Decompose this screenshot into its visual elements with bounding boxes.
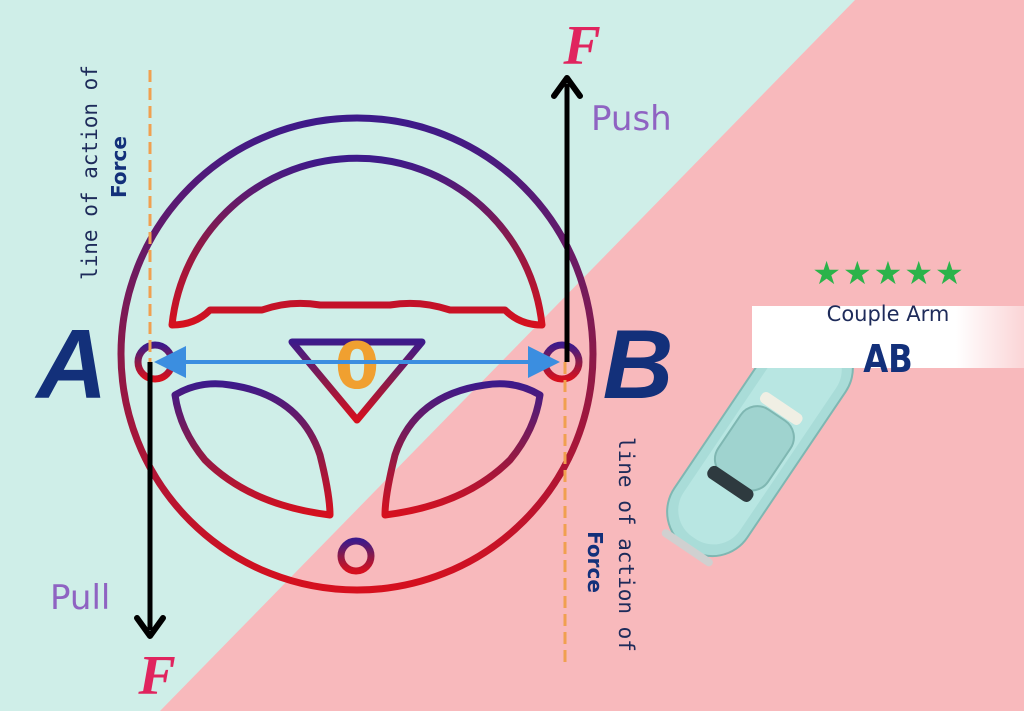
- point-b-label: B: [603, 309, 674, 419]
- steering-wheel: [117, 114, 597, 594]
- couple-arm-panel: [752, 306, 1024, 368]
- force-word-left-label: Force: [107, 136, 131, 198]
- force-word-right-label: Force: [583, 531, 607, 593]
- wheel-outer-rim: [117, 114, 597, 594]
- pull-label: Pull: [50, 578, 110, 618]
- point-a-label: A: [34, 309, 108, 419]
- couple-arm-title: Couple Arm: [827, 302, 950, 326]
- push-label: Push: [591, 99, 672, 139]
- line-of-action-right-label: line of action of: [614, 437, 638, 652]
- force-arrow-up: [551, 75, 583, 362]
- wheel-bottom-circle: [337, 537, 375, 575]
- rating-stars: ★★★★★: [812, 254, 965, 292]
- wheel-upper-cutout: [168, 154, 546, 329]
- couple-arm-value: AB: [863, 338, 913, 382]
- force-top-label: F: [562, 15, 600, 77]
- force-arrow-down: [134, 362, 166, 639]
- wheel-lower-right-cutout: [381, 380, 544, 519]
- wheel-center-hub: [288, 338, 426, 424]
- line-of-action-left-label: line of action of: [78, 65, 102, 280]
- force-bottom-label: F: [137, 645, 175, 707]
- wheel-lower-left-cutout: [171, 380, 334, 519]
